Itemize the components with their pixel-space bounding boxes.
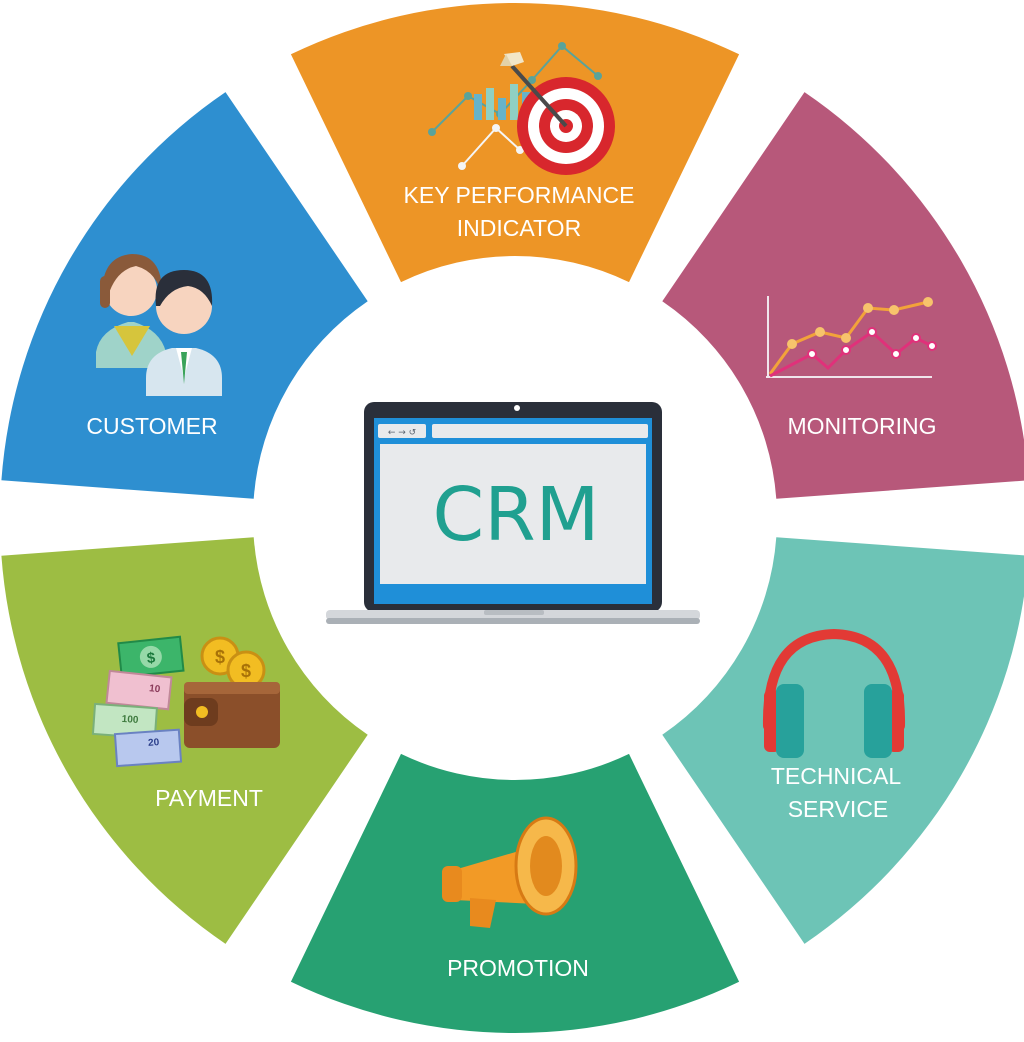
segment-label-kpi-line-1: KEY PERFORMANCE — [404, 182, 635, 208]
laptop-notch — [484, 610, 544, 615]
headphones-icon — [762, 628, 906, 758]
segment-label-technical-service-line-2: SERVICE — [788, 796, 889, 822]
line-chart-icon — [766, 296, 937, 378]
laptop-camera — [514, 405, 520, 411]
segment-label-payment: PAYMENT — [155, 785, 263, 811]
segment-kpi[interactable] — [290, 2, 740, 283]
segment-label-monitoring: MONITORING — [787, 413, 936, 439]
segment-label-promotion: PROMOTION — [447, 955, 589, 981]
coin-label: $ — [241, 661, 251, 681]
target-chart-icon — [428, 42, 615, 175]
laptop-base-edge — [326, 618, 700, 624]
crm-title: CRM — [433, 472, 600, 558]
browser-nav-buttons[interactable] — [378, 424, 426, 438]
banknote-100-label: 100 — [121, 714, 139, 726]
crm-laptop: ← → ↺ CRM — [326, 402, 700, 624]
banknote-dollar-label: $ — [146, 649, 157, 667]
banknote-20-label: 20 — [148, 737, 160, 749]
browser-address-bar[interactable] — [432, 424, 648, 438]
browser-nav-glyphs: ← → ↺ — [388, 428, 416, 438]
labels-layer: KEY PERFORMANCE INDICATOR MONITORING TEC… — [86, 182, 936, 981]
coin-label: $ — [215, 647, 225, 667]
segment-label-technical-service-line-1: TECHNICAL — [771, 763, 902, 789]
banknote-10-label: 10 — [149, 683, 162, 695]
customers-icon — [96, 254, 222, 396]
segment-technical-service[interactable] — [662, 537, 1024, 944]
segment-label-kpi-line-2: INDICATOR — [457, 215, 581, 241]
wallet-money-icon: $ 10 100 20 $ $ — [91, 635, 280, 768]
browser-content-area — [380, 444, 646, 584]
segment-monitoring[interactable] — [662, 92, 1024, 499]
segment-label-customer: CUSTOMER — [86, 413, 217, 439]
megaphone-icon — [442, 816, 578, 928]
